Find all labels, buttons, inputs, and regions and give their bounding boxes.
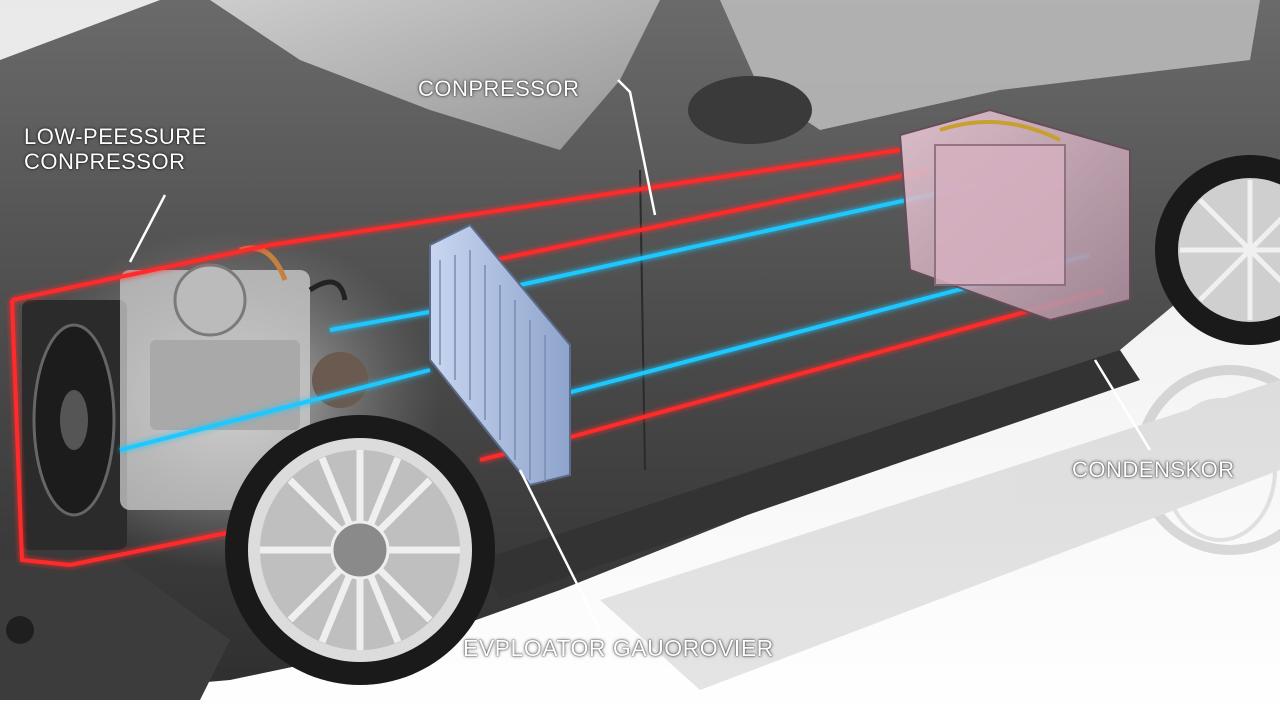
door-seam (639, 169, 646, 471)
hot-line-lower (559, 288, 1106, 442)
floor-reflection (600, 365, 1280, 690)
rear-wheel-icon (1155, 155, 1280, 345)
high-pressure-lines (10, 148, 1106, 568)
low-pressure-label-line2: CONPRESSOR (24, 149, 186, 175)
rocker-panel (480, 350, 1140, 600)
hot-line-upper (494, 168, 931, 262)
compressor-unit-icon (120, 245, 368, 510)
hot-loop-outer (10, 148, 901, 568)
leader-condenser (1093, 359, 1152, 451)
side-window (720, 0, 1260, 130)
cold-line-lower (119, 368, 431, 452)
leader-low-pressure (128, 194, 167, 263)
label-leaders (128, 79, 1152, 631)
leader-compressor (617, 79, 657, 216)
condenser-label: CONDENSKOR (1072, 457, 1235, 482)
leader-evaporator (518, 469, 602, 631)
cold-line-upper (329, 183, 976, 332)
radiator-fan-icon (22, 300, 127, 550)
fog-light (6, 616, 34, 644)
compressor-label: CONPRESSOR (418, 76, 580, 101)
front-bumper (0, 560, 230, 700)
evaporator-core-icon (429, 223, 571, 487)
low-pressure-compressor-label: LOW-PEESSURE CONPRESSOR (24, 124, 207, 175)
side-mirror (688, 76, 812, 144)
evaporator-label: EVPLOATOR GAUOROVIER (463, 635, 774, 661)
condenser-unit-icon (898, 108, 1131, 322)
front-wheel-icon (225, 415, 495, 685)
windshield (210, 0, 660, 150)
low-pressure-label-line1: LOW-PEESSURE (24, 124, 207, 149)
